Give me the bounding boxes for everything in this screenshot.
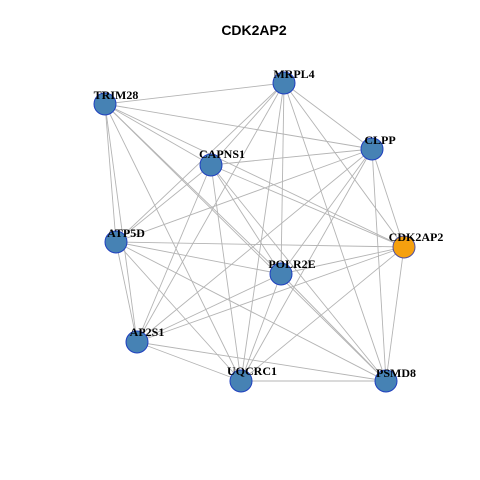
- edge-clpp-polr2e: [280, 148, 373, 275]
- nodes-layer: [93, 71, 416, 393]
- edge-atp5d-uqcrc1: [115, 241, 242, 382]
- edge-clpp-atp5d: [115, 148, 373, 243]
- edge-mrpl4-polr2e: [280, 82, 285, 275]
- node-label-mrpl4: MRPL4: [273, 67, 314, 81]
- node-label-trim28: TRIM28: [94, 88, 139, 102]
- node-label-capns1: CAPNS1: [199, 147, 245, 161]
- edge-trim28-ap2s1: [104, 103, 138, 343]
- edge-mrpl4-cdk2ap2: [283, 82, 405, 248]
- edge-atp5d-polr2e: [115, 241, 282, 275]
- edge-clpp-cdk2ap2: [371, 148, 405, 248]
- edge-atp5d-psmd8: [115, 241, 387, 382]
- edge-trim28-uqcrc1: [104, 103, 242, 382]
- edge-trim28-capns1: [104, 103, 212, 166]
- node-psmd8: [374, 369, 398, 393]
- edges-layer: [104, 82, 405, 382]
- edge-capns1-polr2e: [210, 164, 282, 275]
- edge-trim28-psmd8: [104, 103, 387, 382]
- diagram-title: CDK2AP2: [221, 22, 287, 38]
- node-mrpl4: [272, 71, 296, 95]
- edge-polr2e-ap2s1: [136, 273, 282, 343]
- edge-trim28-cdk2ap2: [104, 103, 405, 248]
- edge-trim28-atp5d: [104, 103, 117, 243]
- edge-capns1-cdk2ap2: [210, 164, 405, 248]
- node-polr2e: [269, 262, 293, 286]
- node-cdk2ap2: [392, 235, 416, 259]
- edge-cdk2ap2-atp5d: [115, 241, 405, 248]
- edge-mrpl4-ap2s1: [136, 82, 285, 343]
- edge-cdk2ap2-polr2e: [280, 246, 405, 275]
- edge-cdk2ap2-uqcrc1: [240, 246, 405, 382]
- node-capns1: [199, 153, 223, 177]
- node-label-psmd8: PSMD8: [376, 366, 416, 380]
- edge-mrpl4-trim28: [104, 82, 285, 105]
- edge-polr2e-uqcrc1: [240, 273, 282, 382]
- node-trim28: [93, 92, 117, 116]
- edge-ap2s1-uqcrc1: [136, 341, 242, 382]
- edge-capns1-atp5d: [115, 164, 212, 243]
- edge-atp5d-ap2s1: [115, 241, 138, 343]
- edge-mrpl4-capns1: [210, 82, 285, 166]
- edge-clpp-uqcrc1: [240, 148, 373, 382]
- node-label-cdk2ap2: CDK2AP2: [389, 230, 444, 244]
- edge-mrpl4-clpp: [283, 82, 373, 150]
- node-atp5d: [104, 230, 128, 254]
- edge-trim28-clpp: [104, 103, 373, 150]
- node-label-polr2e: POLR2E: [268, 257, 315, 271]
- edge-polr2e-psmd8: [280, 273, 387, 382]
- node-label-clpp: CLPP: [364, 133, 395, 147]
- node-label-atp5d: ATP5D: [107, 226, 145, 240]
- edge-mrpl4-psmd8: [283, 82, 387, 382]
- node-label-uqcrc1: UQCRC1: [227, 364, 277, 378]
- edge-clpp-psmd8: [371, 148, 387, 382]
- node-ap2s1: [125, 330, 149, 354]
- edge-cdk2ap2-psmd8: [385, 246, 405, 382]
- edge-capns1-uqcrc1: [210, 164, 242, 382]
- edge-clpp-capns1: [210, 148, 373, 166]
- edge-clpp-ap2s1: [136, 148, 373, 343]
- edge-capns1-psmd8: [210, 164, 387, 382]
- node-uqcrc1: [229, 369, 253, 393]
- edge-ap2s1-psmd8: [136, 341, 387, 382]
- node-label-ap2s1: AP2S1: [130, 325, 165, 339]
- node-clpp: [360, 137, 384, 161]
- edge-cdk2ap2-ap2s1: [136, 246, 405, 343]
